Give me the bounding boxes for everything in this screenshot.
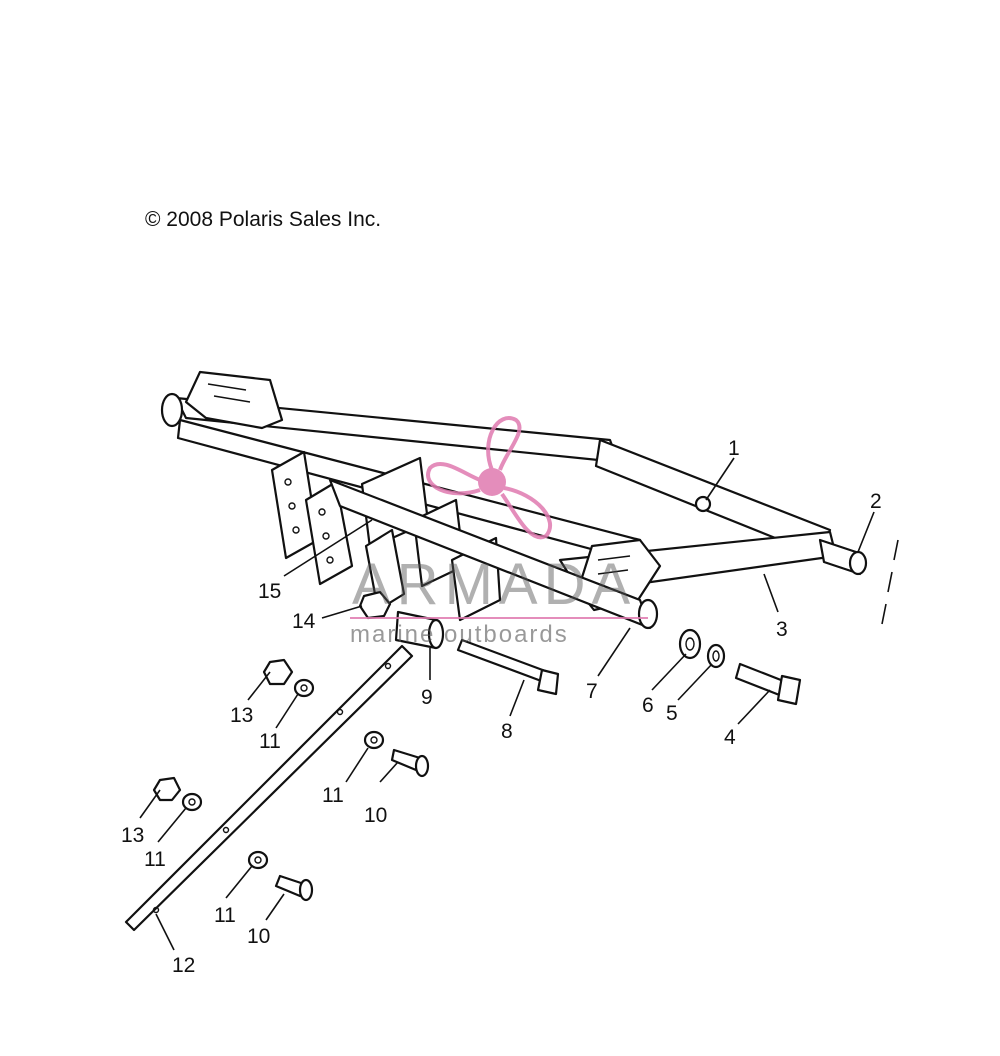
callout-10-upper: 10: [364, 804, 387, 827]
callout-10-lower: 10: [247, 925, 270, 948]
callout-12: 12: [172, 954, 195, 977]
callout-13-b: 13: [121, 824, 144, 847]
callout-11-a: 11: [259, 730, 281, 753]
callout-11-d: 11: [214, 904, 236, 927]
callouts: 1 2 3 4 5 6 7 8 9 10 10 11 11 11 11 12 1…: [121, 437, 882, 977]
callout-4: 4: [724, 726, 736, 749]
copyright-notice: © 2008 Polaris Sales Inc.: [145, 208, 382, 231]
callout-15: 15: [258, 580, 281, 603]
mounting-plates: [270, 450, 659, 630]
watermark: ARMADA marine outboards: [350, 416, 648, 648]
callout-6: 6: [642, 694, 654, 717]
callout-5: 5: [666, 702, 678, 725]
callout-11-b: 11: [322, 784, 344, 807]
callout-7: 7: [586, 680, 598, 703]
hardware: [124, 590, 802, 932]
callout-8: 8: [501, 720, 513, 743]
callout-3: 3: [776, 618, 788, 641]
watermark-tagline: marine outboards: [350, 621, 569, 648]
callout-1: 1: [728, 437, 740, 460]
watermark-brand: ARMADA: [352, 552, 636, 617]
callout-9: 9: [421, 686, 433, 709]
leader-lines: [139, 457, 875, 951]
propeller-icon: [426, 416, 553, 540]
callout-2: 2: [870, 490, 882, 513]
callout-14: 14: [292, 610, 316, 633]
callout-13-a: 13: [230, 704, 253, 727]
callout-11-c: 11: [144, 848, 166, 871]
